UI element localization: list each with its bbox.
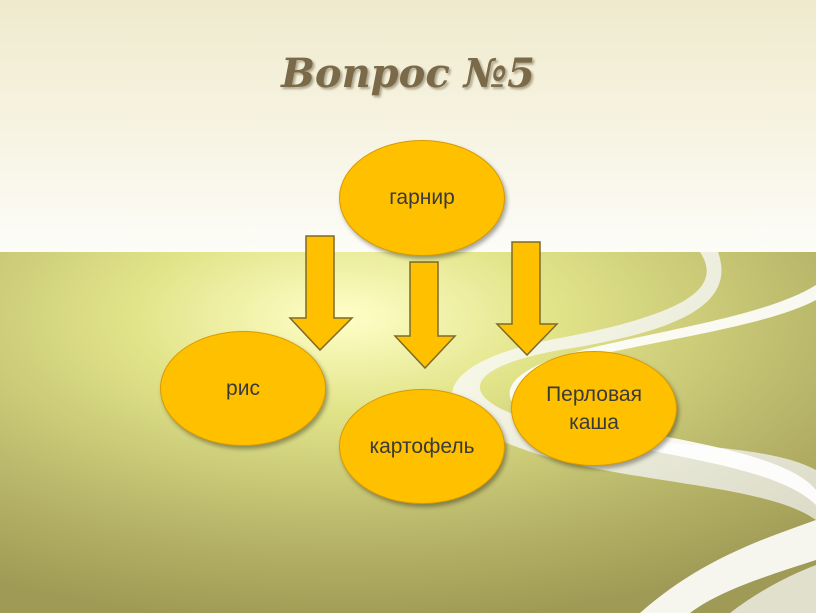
arrow-down-left xyxy=(288,235,354,352)
arrow-down-right xyxy=(495,241,559,357)
node-child: рис xyxy=(160,331,326,446)
node-child: картофель xyxy=(339,389,505,504)
node-child: Перловая каша xyxy=(511,351,677,466)
slide-title: Вопрос №5 xyxy=(281,50,535,97)
arrow-down-center xyxy=(393,261,457,370)
node-root: гарнир xyxy=(339,140,505,256)
